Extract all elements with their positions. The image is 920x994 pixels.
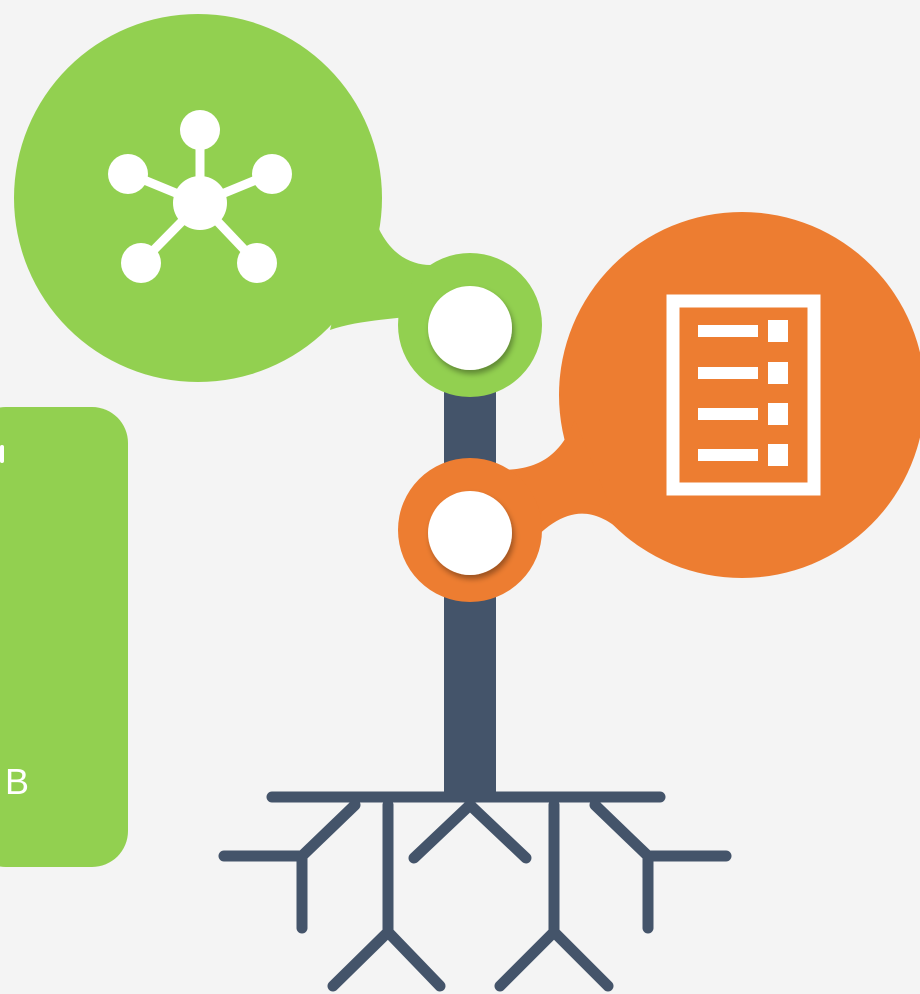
orange-node-dot: [428, 491, 512, 575]
root-center-left-fork-a: [327, 926, 394, 992]
green-text-card: B: [0, 407, 128, 867]
green-bubble: [14, 14, 542, 397]
root-center-right-fork-a: [494, 926, 560, 992]
root-center-right-fork-b: [548, 926, 614, 992]
root-chevron-left: [408, 799, 476, 864]
tree-roots: [218, 791, 732, 992]
green-node-dot: [428, 286, 512, 370]
root-chevron-right: [464, 799, 532, 864]
root-right-diagonal: [589, 799, 654, 862]
card-text-fragment: [0, 445, 4, 463]
card-letter: B: [5, 761, 30, 802]
orange-bubble: [398, 212, 920, 602]
checklist-document-icon: [666, 294, 821, 496]
root-center-left-fork-b: [382, 926, 446, 992]
root-left-diagonal: [296, 799, 361, 862]
orange-bubble-main: [559, 212, 920, 578]
network-hub-icon: [108, 110, 292, 283]
